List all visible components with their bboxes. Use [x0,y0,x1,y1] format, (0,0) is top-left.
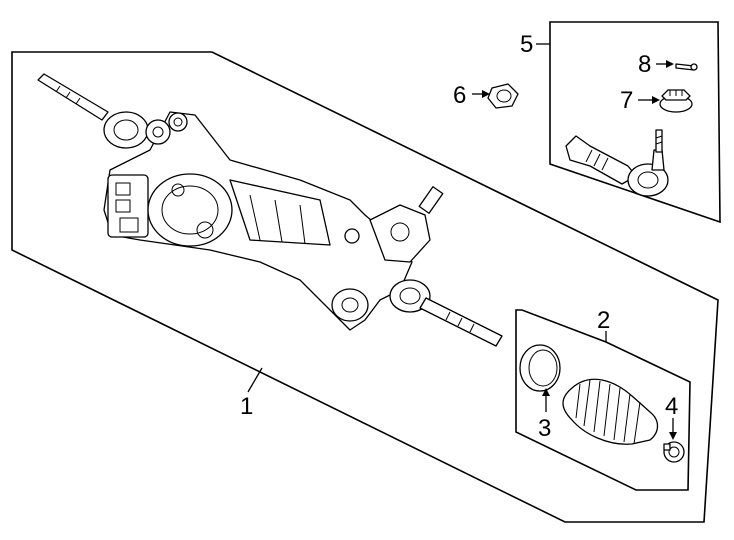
motor-housing [147,173,233,247]
callout-8: 8 [638,51,651,78]
callout-3: 3 [538,415,551,442]
tie-rod-end[interactable] [565,129,669,197]
pinion-housing [369,204,431,263]
tie-rod-frame [549,21,721,224]
pinion-shaft [418,186,444,214]
bellows-boot[interactable] [562,378,659,445]
callout-4: 4 [665,393,678,420]
steering-gear-frame [11,51,719,523]
lower-mount [331,288,369,322]
castle-nut[interactable] [659,89,693,113]
left-joint [103,111,149,149]
left-shaft [37,73,109,121]
callout-5: 5 [520,31,533,58]
clamp-ring[interactable] [519,344,561,392]
callout-6: 6 [453,82,466,109]
callout-7: 7 [620,87,633,114]
cotter-pin[interactable] [675,63,698,71]
steering-gear-assembly[interactable] [37,73,503,347]
control-module [107,174,149,238]
callout-2: 2 [597,307,610,334]
callout-1: 1 [240,393,253,420]
small-clamp[interactable] [663,441,685,463]
boot-kit-frame [515,309,691,491]
right-shaft [419,297,503,347]
callout-1-leader [247,367,263,393]
nut[interactable] [487,83,519,109]
right-joint [389,279,431,313]
